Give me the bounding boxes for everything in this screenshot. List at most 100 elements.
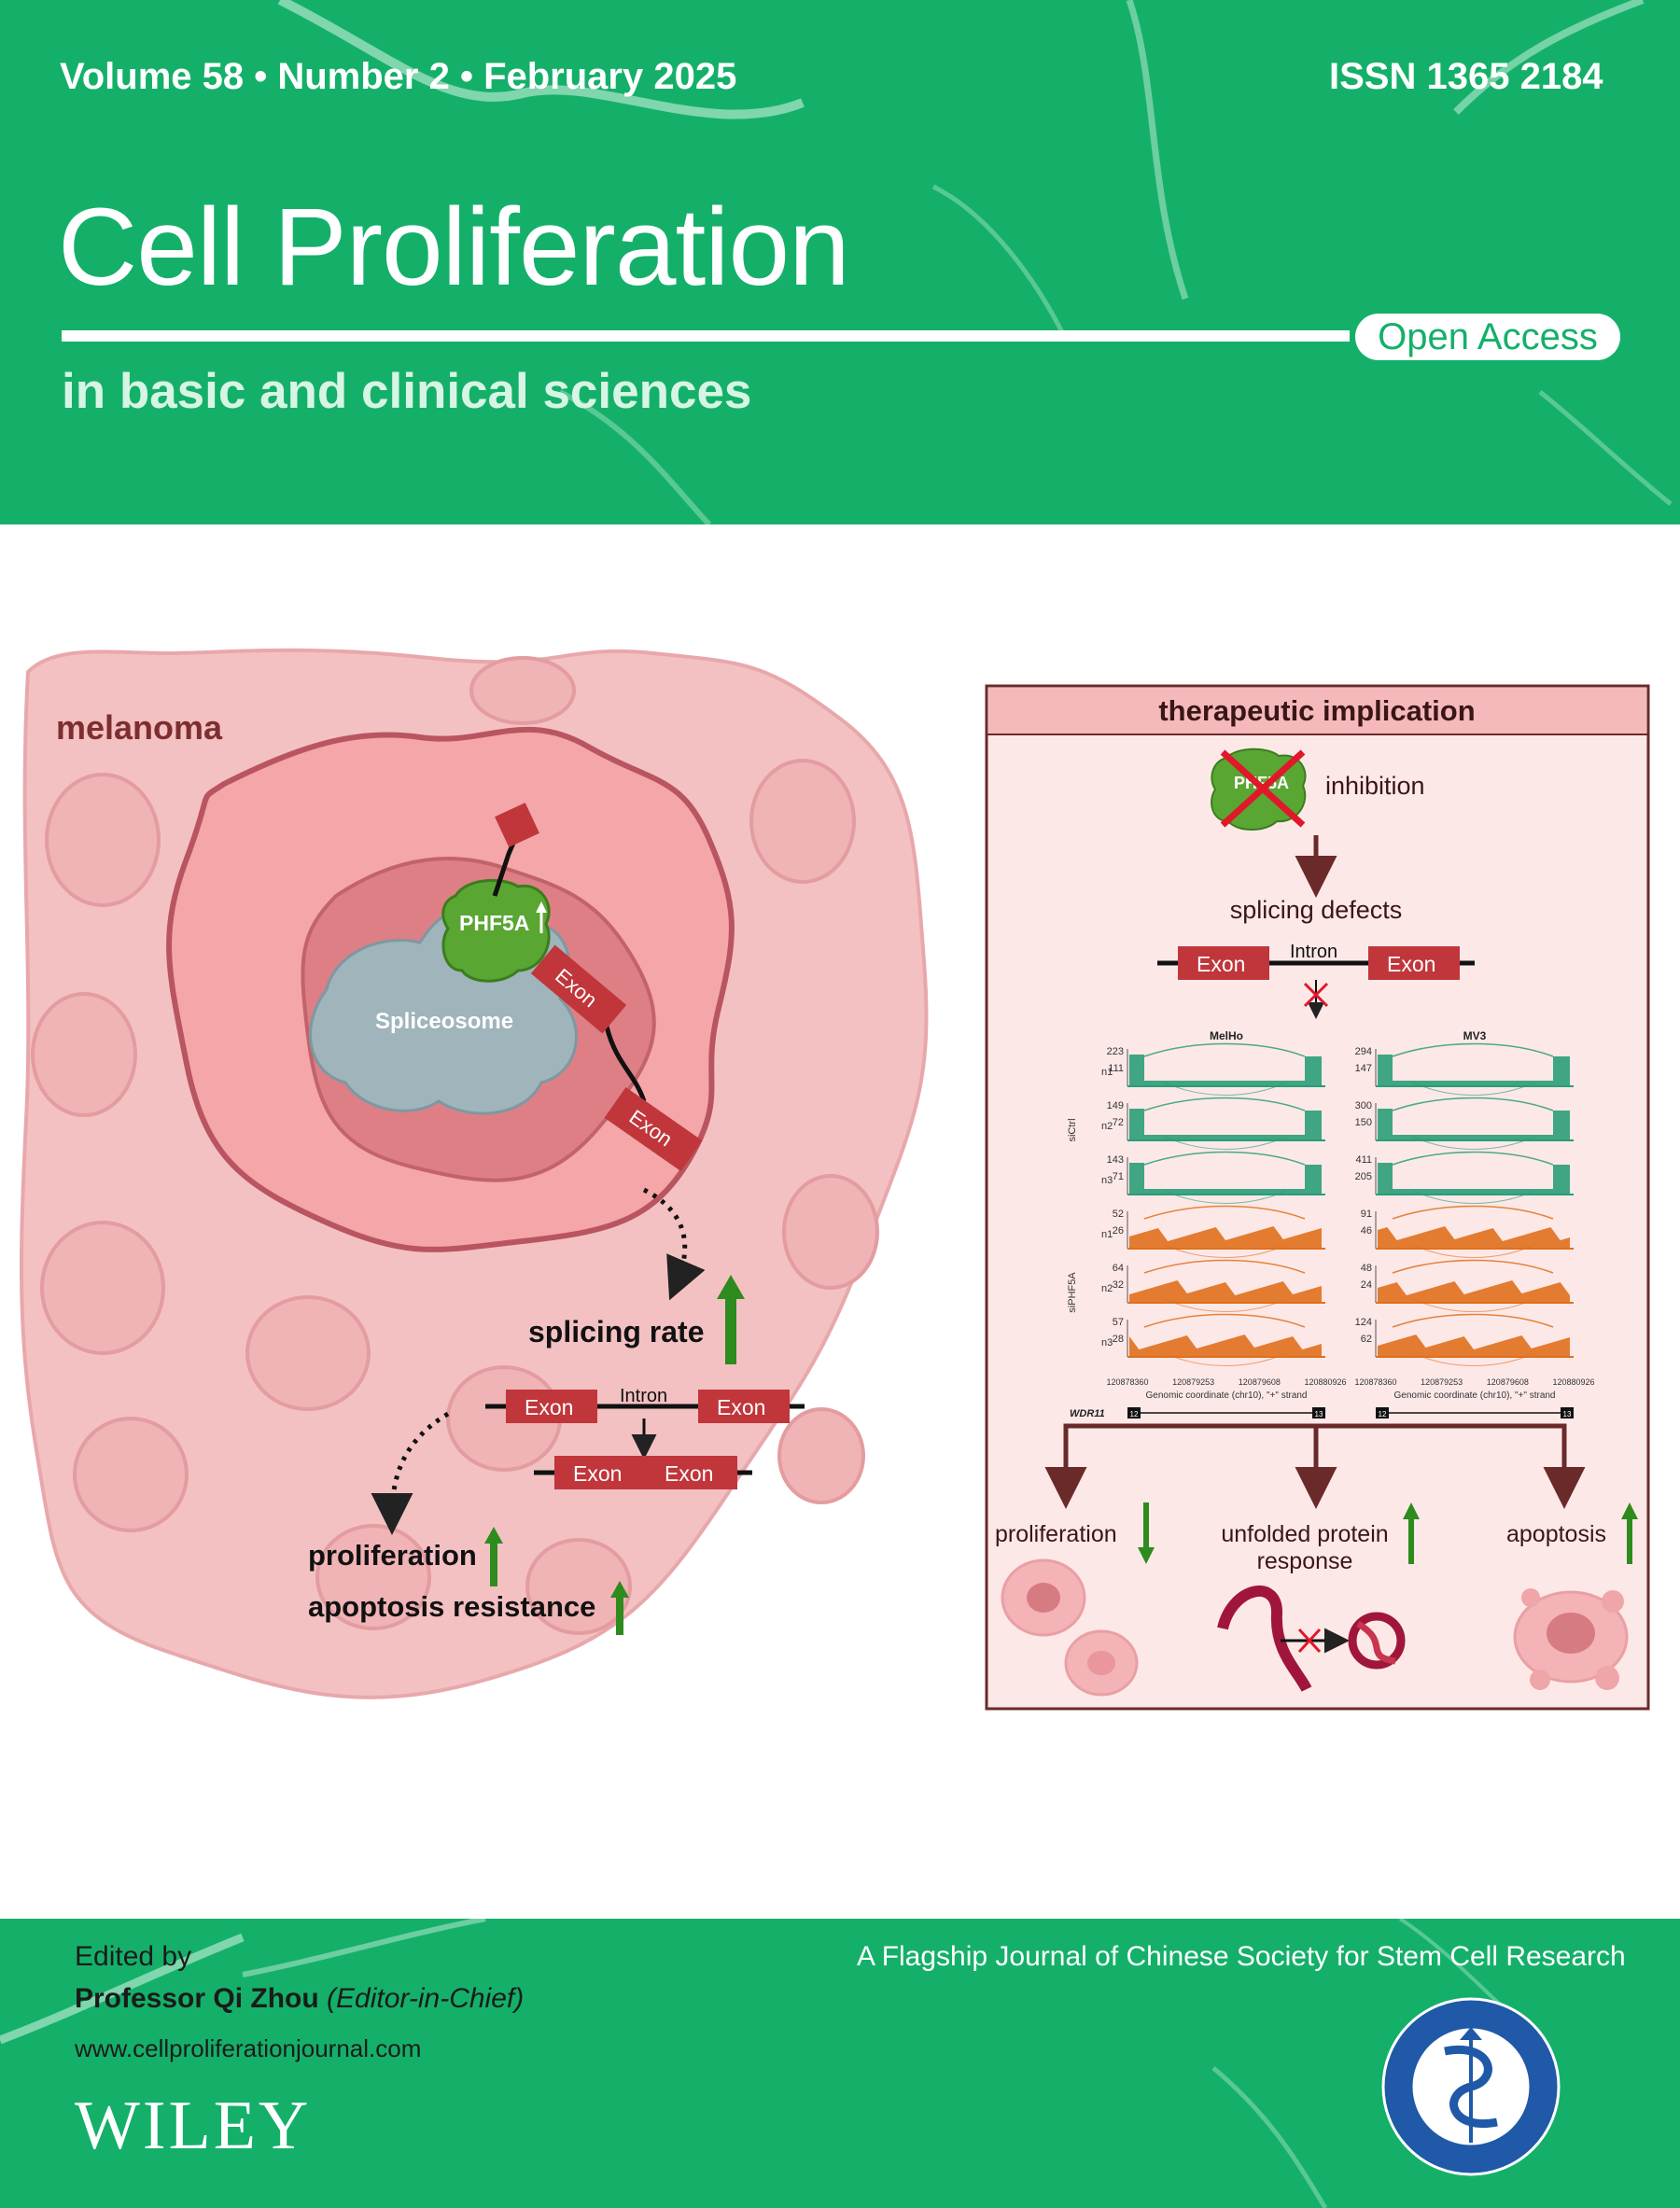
junction-arc [1392,1042,1554,1057]
exon-track-box [1312,1407,1325,1418]
unfolded-protein-icon [1217,1585,1406,1692]
x-tick-label: 120879253 [1172,1377,1214,1387]
rna-strand-2 [604,1026,647,1102]
junction-arc [1164,1352,1287,1366]
junction-arc [1143,1205,1306,1220]
y-tick-label: 57 [1113,1317,1124,1328]
spliceosome-label: Spliceosome [375,1009,513,1034]
coverage-area [1378,1109,1570,1140]
group-label: siCtrl [1067,1118,1078,1141]
title-rule [62,330,1350,342]
y-tick-label: 62 [1361,1334,1372,1345]
replicate-label: n2 [1101,1283,1113,1294]
outcome-proliferation: proliferation [995,1521,1117,1547]
coverage-area [1129,1280,1322,1303]
group-label: siPHF5A [1067,1272,1078,1313]
melanoma-label: melanoma [56,708,223,747]
junction-arc [1164,1190,1287,1204]
exon-number: 13 [1315,1410,1323,1418]
y-tick-label: 91 [1361,1209,1372,1220]
header-band: Volume 58 • Number 2 • February 2025 ISS… [0,0,1680,524]
open-access-badge: Open Access [1355,314,1620,360]
junction-arc [1412,1244,1535,1258]
junction-arc [1164,1244,1287,1258]
svg-text:Exon: Exon [717,1395,765,1419]
arrow-head-icon [1621,1502,1638,1519]
y-tick-label: 111 [1108,1063,1124,1074]
arrow-head-icon [1138,1547,1155,1564]
arrow-head-icon [484,1527,503,1544]
svg-text:Exon: Exon [525,1395,573,1419]
coverage-area [1378,1226,1570,1249]
x-tick-label: 120880926 [1304,1377,1346,1387]
phf5a-protein: PHF5A [441,878,551,983]
exon-block-small [495,803,539,847]
y-tick-label: 294 [1355,1046,1372,1057]
replicate-label: n3 [1101,1337,1113,1349]
arrow-head-icon [536,901,547,913]
replicate-label: n1 [1101,1067,1113,1078]
y-tick-label: 223 [1107,1046,1124,1057]
texture-overlay [277,0,1673,524]
splicing-rate-label: splicing rate [528,1315,705,1349]
gene-name: WDR11 [1070,1408,1105,1419]
editor-line: Professor Qi Zhou (Editor-in-Chief) [75,1983,524,2015]
coverage-area [1129,1055,1322,1086]
junction-arc [1392,1205,1554,1220]
exon-number: 13 [1563,1410,1572,1418]
cells-icon [1001,1558,1139,1697]
apoptotic-cell-icon [1513,1588,1629,1690]
x-tick-label: 120879608 [1239,1377,1281,1387]
coverage-area [1378,1280,1570,1303]
x-tick-label: 120879608 [1487,1377,1529,1387]
y-tick-label: 411 [1355,1154,1372,1166]
exon-track-box [1561,1407,1574,1418]
junction-arc [1392,1151,1554,1166]
outcome-upr-line2: response [1257,1548,1353,1574]
society-seal-logo [1381,1997,1561,2176]
junction-arc [1143,1259,1306,1274]
inhibition-label: inhibition [1325,772,1425,800]
y-tick-label: 205 [1355,1171,1372,1182]
arrow-head-icon [610,1581,629,1598]
coverage-area [1129,1109,1322,1140]
panel-title: therapeutic implication [1158,694,1475,727]
outcome-apoptosis: apoptosis [1506,1521,1606,1547]
svg-text:Exon: Exon [1387,952,1435,976]
svg-text:Exon: Exon [665,1461,713,1486]
svg-text:Exon: Exon [573,1461,622,1486]
junction-arc [1412,1298,1535,1312]
journal-subtitle: in basic and clinical sciences [62,364,752,419]
y-tick-label: 32 [1113,1279,1124,1291]
y-tick-label: 71 [1113,1171,1124,1182]
neighbor-cells [31,656,879,1635]
junction-arc [1164,1136,1287,1150]
journal-website[interactable]: www.cellproliferationjournal.com [75,2034,422,2062]
y-tick-label: 48 [1361,1263,1372,1274]
arrow-head-icon [717,1275,745,1299]
svg-text:Exon: Exon [1197,952,1245,976]
y-tick-label: 24 [1361,1279,1372,1291]
exon-track-box [1127,1407,1141,1418]
pre-mrna-diagram: Exon Exon Intron Exon Exon [485,1386,805,1489]
junction-arc [1143,1313,1306,1328]
x-tick-label: 120878360 [1106,1377,1148,1387]
svg-text:Intron: Intron [1290,942,1337,962]
junction-arc [1164,1082,1287,1096]
publisher-logo: WILEY [75,2088,312,2164]
junction-arc [1392,1313,1554,1328]
coverage-area [1378,1335,1570,1357]
flagship-line: A Flagship Journal of Chinese Society fo… [857,1941,1626,1972]
y-tick-label: 46 [1361,1225,1372,1237]
coverage-area [1129,1226,1322,1249]
y-tick-label: 147 [1355,1063,1372,1074]
junction-arc [1412,1190,1535,1204]
exon-number: 12 [1130,1410,1139,1418]
therapeutic-panel: therapeutic implication PHF5A inhibition… [985,684,1650,1711]
y-tick-label: 143 [1107,1154,1124,1166]
y-tick-label: 52 [1113,1209,1124,1220]
x-axis-label: Genomic coordinate (chr10), "+" strand [1145,1390,1307,1401]
panel-title-mv3: MV3 [1463,1029,1487,1042]
coverage-area [1129,1163,1322,1195]
svg-text:Intron: Intron [620,1386,667,1406]
